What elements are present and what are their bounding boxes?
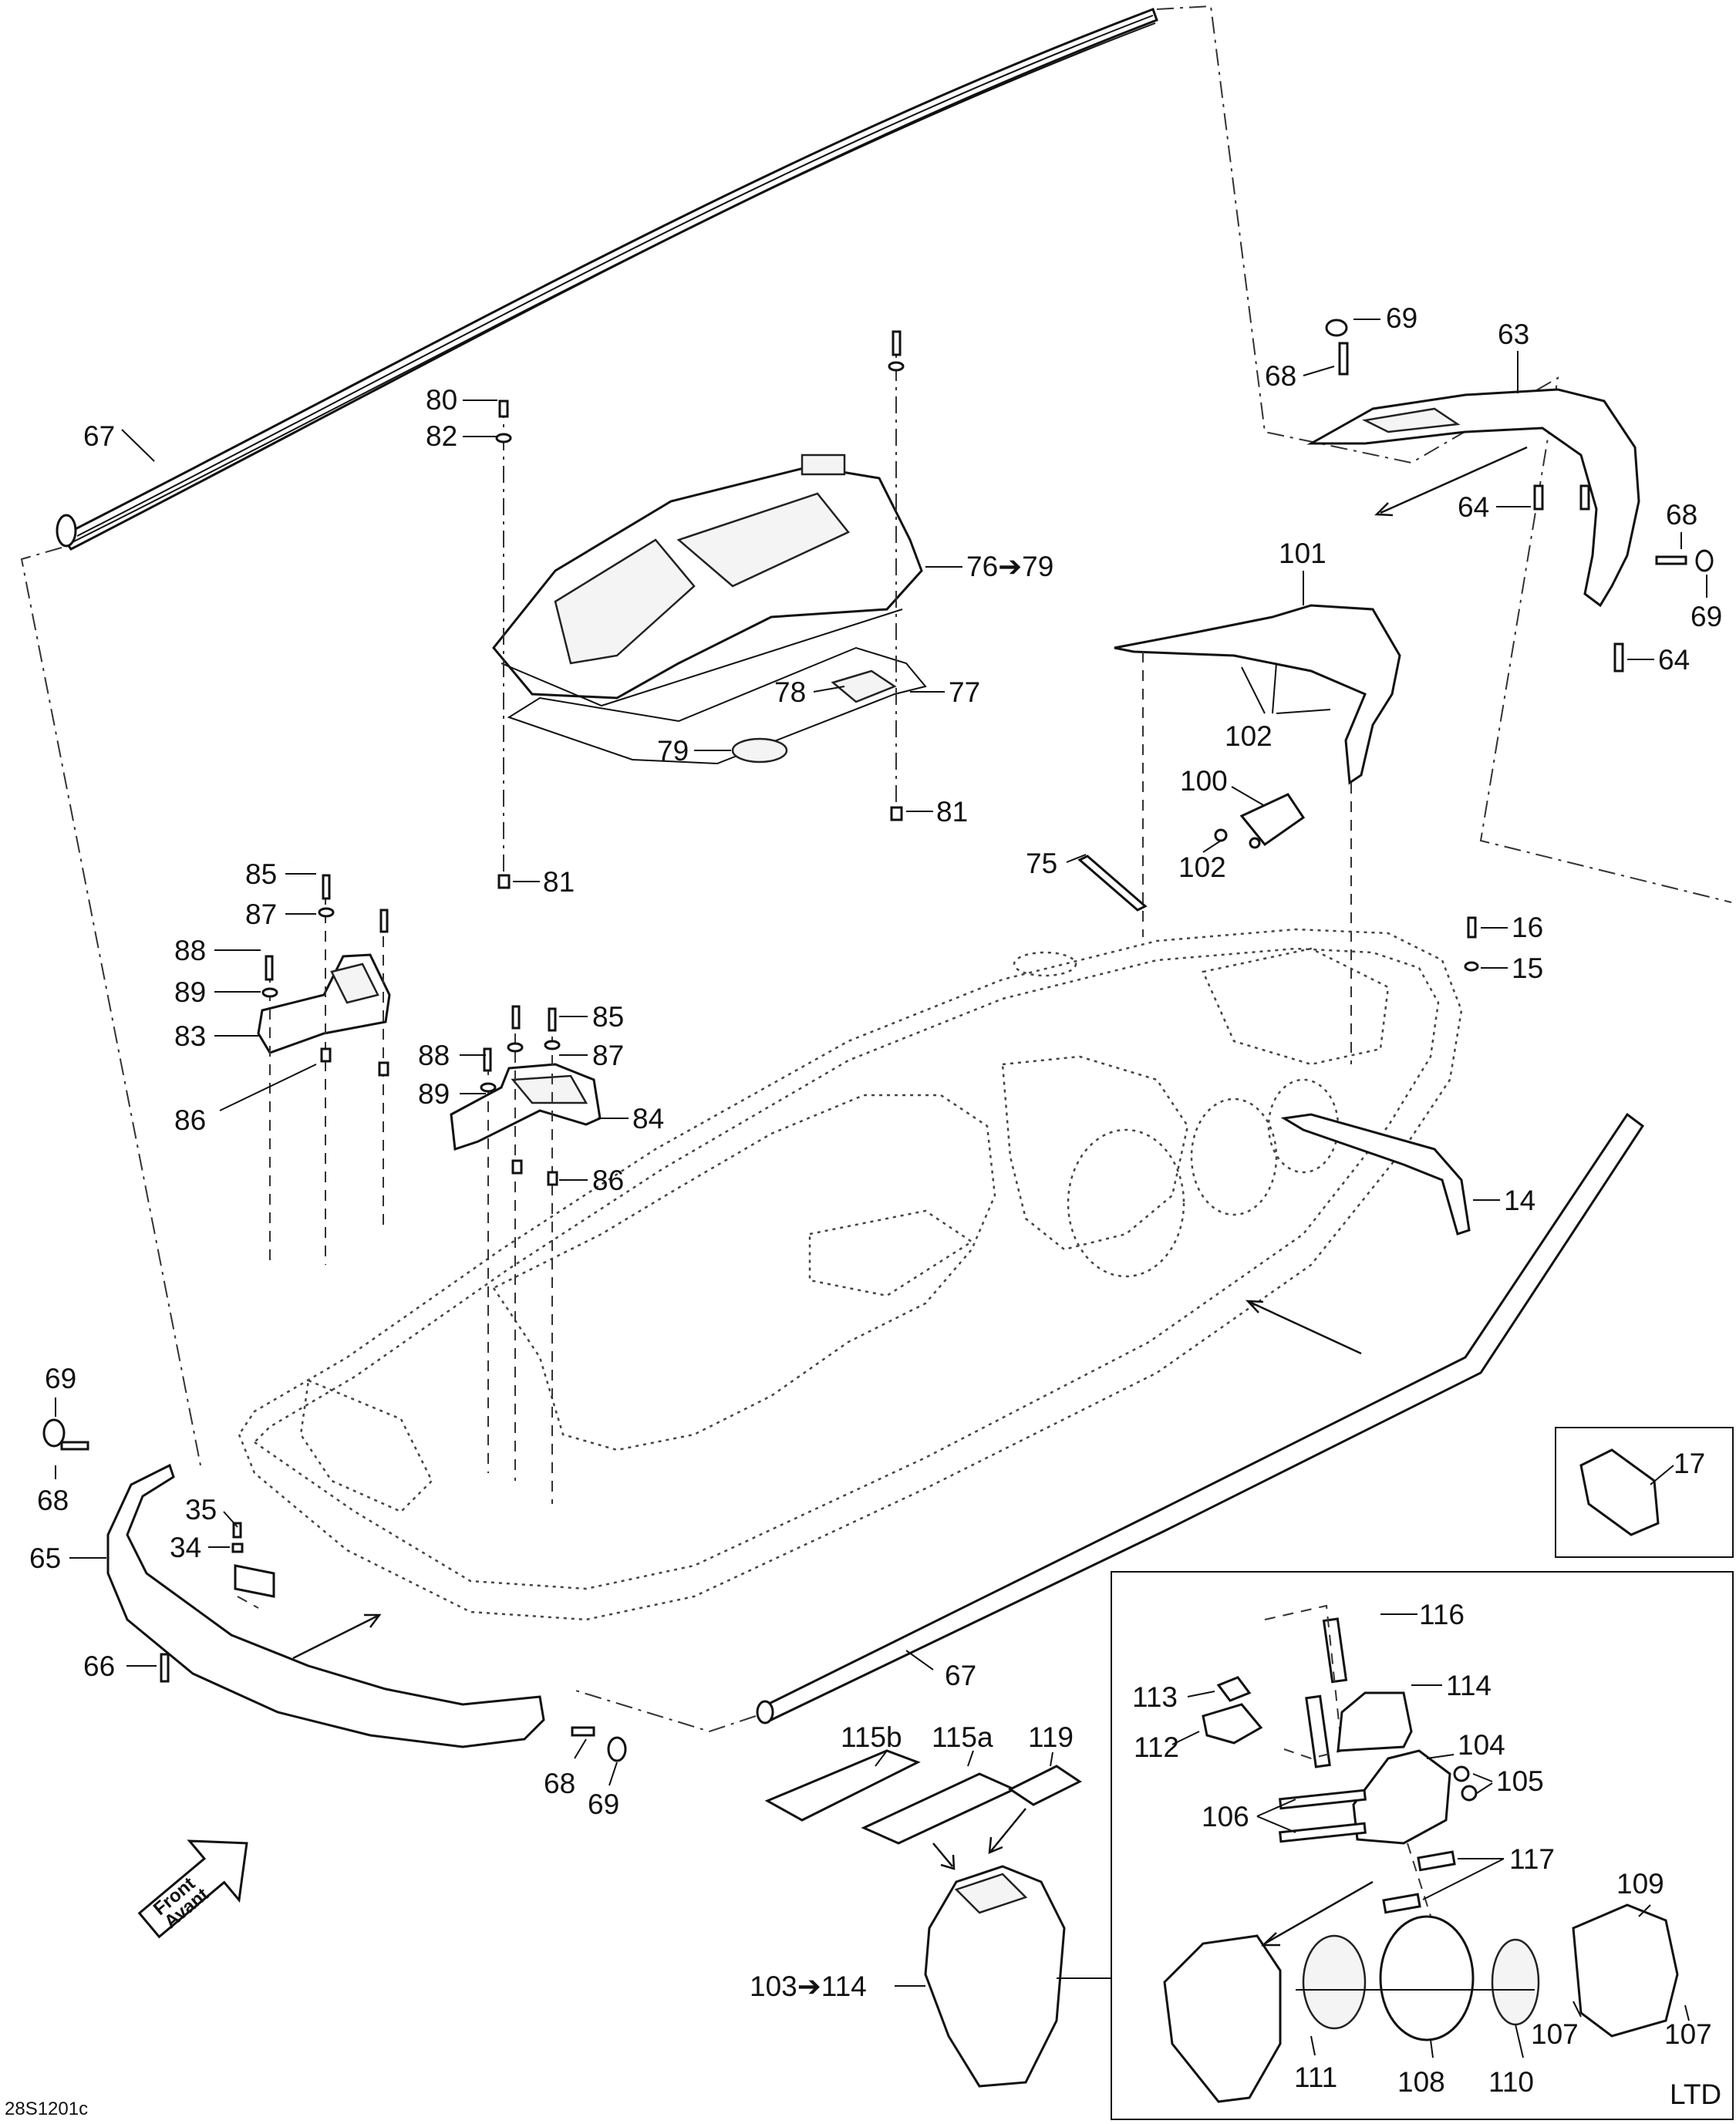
callout-114: 114 [1446,1670,1492,1701]
rub-rail-bottom-part [757,1112,1645,1721]
callout-117: 117 [1509,1843,1555,1875]
callout-113: 113 [1132,1681,1178,1713]
callout-83: 83 [174,1020,206,1052]
callout-81-left: 81 [543,866,575,898]
callout-64-upper: 64 [1458,491,1489,523]
callout-79: 79 [657,735,689,767]
inset-17-frame [1555,1427,1734,1558]
callout-102-upper: 102 [1225,720,1273,752]
callout-100: 100 [1180,765,1228,797]
callout-14: 14 [1504,1185,1535,1216]
callout-88-left: 88 [174,935,206,966]
callout-85-left: 85 [245,858,277,890]
callout-87-mid: 87 [592,1040,624,1071]
hull-outline [238,928,1463,1621]
callout-76-79: 76➔79 [966,551,1053,582]
part-17 [1579,1448,1660,1536]
callout-63: 63 [1498,319,1529,350]
callout-84: 84 [632,1103,664,1134]
callout-68-front-bottom: 68 [544,1768,575,1799]
callout-102-lower: 102 [1178,851,1226,883]
side-panel-101-part [1114,604,1401,785]
callout-104: 104 [1458,1729,1505,1761]
callout-119: 119 [1028,1721,1074,1753]
callout-106: 106 [1202,1801,1249,1832]
callout-107-right: 107 [1664,2018,1712,2050]
callout-88-mid: 88 [418,1040,450,1071]
cover-115b-part [764,1749,921,1822]
callout-110: 110 [1488,2066,1534,2098]
callout-109: 109 [1616,1868,1664,1900]
callout-68-front-top: 68 [37,1485,69,1516]
part-79 [731,737,788,764]
callout-35: 35 [185,1494,217,1526]
storage-cover-part [492,453,923,707]
gasket-77-part [507,646,927,765]
bracket-83-part [257,953,391,1054]
callout-67-top: 67 [83,420,115,452]
callout-81-right: 81 [936,796,968,828]
callout-69-front-top: 69 [45,1363,76,1394]
callout-68-rear-top: 68 [1265,360,1296,392]
cover-115a-part [861,1772,1017,1845]
callout-103-114: 103➔114 [750,1971,867,2002]
callout-85-mid: 85 [592,1001,624,1033]
callout-66: 66 [83,1650,115,1682]
callout-86-mid: 86 [592,1165,624,1196]
callout-77: 77 [949,676,980,708]
callout-86-left: 86 [174,1104,206,1136]
callout-115b: 115b [841,1721,902,1753]
drawing-code: 28S1201c [5,2099,88,2119]
callout-17: 17 [1674,1448,1705,1479]
ltd-inset-frame [1111,1571,1734,2120]
panel-14-part [1280,1113,1471,1236]
ltd-label: LTD [1670,2078,1721,2110]
callout-115a: 115a [932,1721,993,1753]
callout-34: 34 [170,1532,201,1563]
bracket-84-part [450,1063,602,1151]
callout-15: 15 [1512,952,1543,984]
callout-69-rear-right: 69 [1690,601,1722,632]
callout-101: 101 [1279,538,1326,569]
callout-111: 111 [1294,2062,1337,2093]
callout-65: 65 [29,1542,61,1574]
rear-bumper-part [1306,388,1640,608]
callout-64-lower: 64 [1658,644,1690,676]
assembly-103-part [924,1865,1066,2088]
callout-67-bottom: 67 [945,1660,976,1691]
rub-rail-top-part [56,8,1158,551]
callout-105: 105 [1496,1765,1544,1797]
callout-69-front-bottom: 69 [588,1789,619,1820]
strip-75-part [1077,855,1148,912]
callout-116: 116 [1419,1599,1465,1630]
front-bumper-part [106,1463,545,1748]
callout-80: 80 [426,384,457,416]
bracket-100-part [1239,793,1306,847]
front-direction-arrow: Front Avant [137,1839,248,1939]
callout-87-left: 87 [245,898,277,930]
callout-107-left: 107 [1531,2018,1579,2050]
callout-108: 108 [1397,2066,1445,2098]
part-78 [831,669,897,703]
callout-69-rear-top: 69 [1386,302,1417,334]
callout-89-mid: 89 [418,1078,450,1110]
callout-112: 112 [1134,1731,1179,1763]
callout-89-left: 89 [174,976,206,1008]
callout-16: 16 [1512,912,1543,943]
callout-68-rear-right: 68 [1666,499,1697,531]
callout-82: 82 [426,420,457,452]
callout-75: 75 [1026,848,1057,879]
cover-119-part [1008,1765,1082,1806]
callout-78: 78 [774,676,806,708]
